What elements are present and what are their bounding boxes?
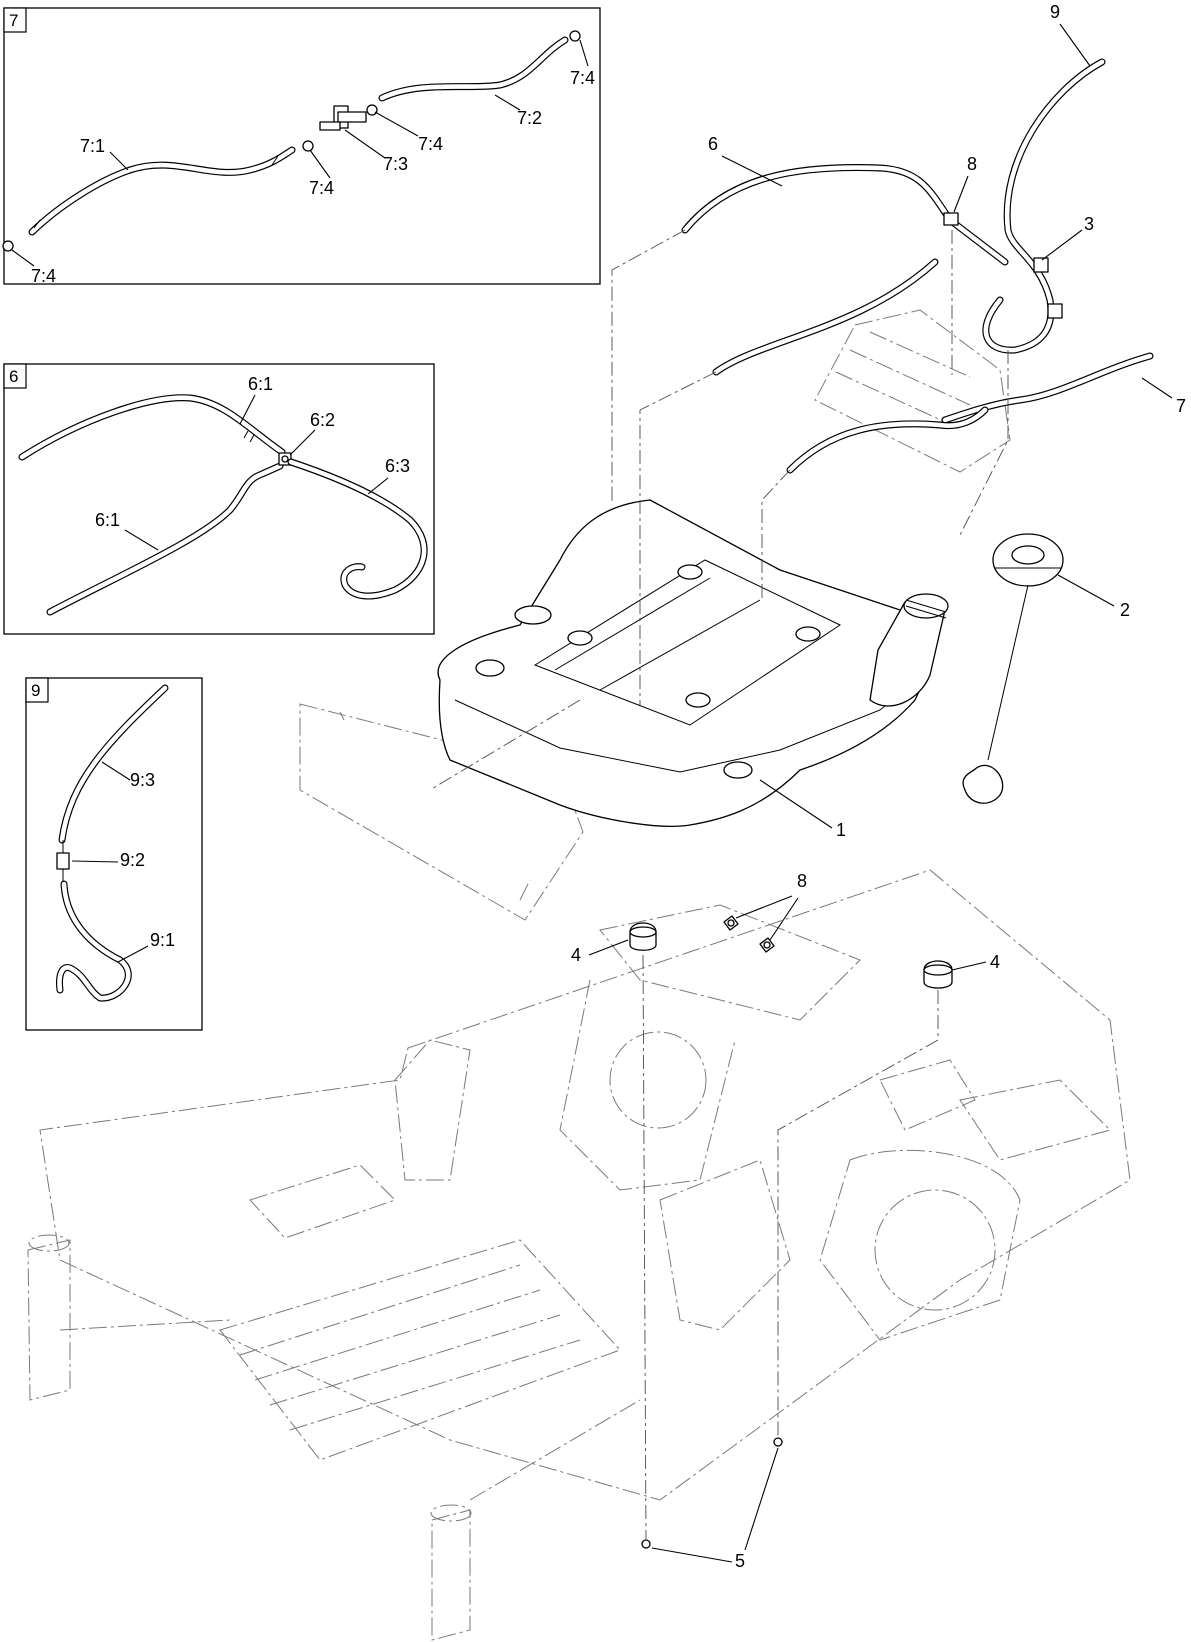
hose-7-2 (378, 36, 569, 102)
clamps-7-4 (2, 30, 581, 252)
main-hose-9 (982, 58, 1106, 354)
label-7-4-right: 7:4 (418, 134, 443, 154)
label-9-3: 9:3 (130, 770, 155, 790)
callout-4-right: 4 (990, 952, 1000, 972)
label-7-2: 7:2 (517, 108, 542, 128)
phantom-mount-plate (814, 309, 1011, 473)
callout-9: 9 (1050, 2, 1060, 22)
rubber-bumpers (629, 922, 953, 989)
tee-fitting-7-3 (319, 105, 367, 131)
detail-6-panel: 6 6:1 6:1 6:2 6:3 (3, 363, 435, 635)
detail-7-panel: 7 7:1 7:2 7:3 7:4 7:4 7:4 (2, 7, 601, 286)
label-6-2: 6:2 (310, 410, 335, 430)
callout-8-lower: 8 (797, 871, 807, 891)
detail-9-tag: 9 (31, 681, 40, 700)
callout-2: 2 (1120, 600, 1130, 620)
hose-9-1 (56, 880, 132, 1002)
fuel-tank (437, 499, 949, 827)
fitting-9-2 (56, 840, 70, 882)
detail-7-tag: 7 (9, 11, 18, 30)
label-7-4-left: 7:4 (31, 266, 56, 286)
callout-3: 3 (1084, 214, 1094, 234)
callout-8-top: 8 (967, 154, 977, 174)
detail-9-panel: 9 9:3 9:2 9:1 (25, 677, 203, 1031)
hose-6-1-upper (18, 394, 286, 461)
hose-6-1-lower (46, 462, 284, 616)
callout-5: 5 (735, 1551, 745, 1571)
label-6-1-upper: 6:1 (248, 374, 273, 394)
label-6-3: 6:3 (385, 456, 410, 476)
hose-6-3 (287, 458, 428, 600)
label-7-1: 7:1 (80, 136, 105, 156)
hose-9-3 (58, 684, 169, 844)
label-9-2: 9:2 (120, 850, 145, 870)
callout-1: 1 (836, 820, 846, 840)
label-7-4-mid: 7:4 (309, 178, 334, 198)
label-7-3: 7:3 (383, 154, 408, 174)
bolts (641, 1437, 783, 1549)
hose-7-1 (28, 146, 296, 236)
label-7-4-top: 7:4 (570, 68, 595, 88)
callout-7: 7 (1176, 396, 1186, 416)
detail-6-tag: 6 (9, 367, 18, 386)
main-callouts: 1 2 3 4 4 5 6 7 8 8 9 (571, 2, 1186, 1571)
hose-clamps-main (943, 212, 1063, 319)
main-hose-6 (681, 164, 1009, 376)
label-9-1: 9:1 (150, 930, 175, 950)
clip-nuts (723, 915, 775, 953)
main-hose-7 (786, 352, 1154, 474)
phantom-chassis (27, 869, 1131, 1641)
callout-4-left: 4 (571, 945, 581, 965)
callout-6: 6 (708, 134, 718, 154)
label-6-1-lower: 6:1 (95, 510, 120, 530)
alignment-lines (429, 229, 1009, 1541)
fuel-cap (962, 533, 1064, 804)
